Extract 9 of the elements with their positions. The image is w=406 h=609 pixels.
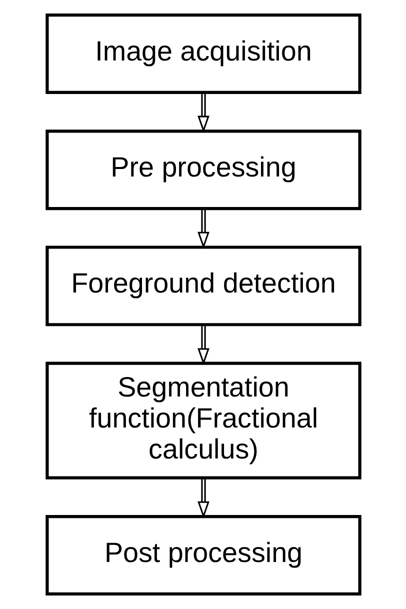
node-box: Post processing: [45, 514, 361, 596]
node-box: Segmentation function(Fractional calculus): [45, 362, 361, 480]
arrow: [197, 92, 209, 133]
node-box: Image acquisition: [45, 14, 361, 94]
node-box: Foreground detection: [45, 246, 361, 326]
arrow: [197, 478, 209, 518]
node-box: Pre processing: [45, 130, 361, 210]
arrow: [197, 324, 209, 366]
arrow: [197, 209, 209, 249]
